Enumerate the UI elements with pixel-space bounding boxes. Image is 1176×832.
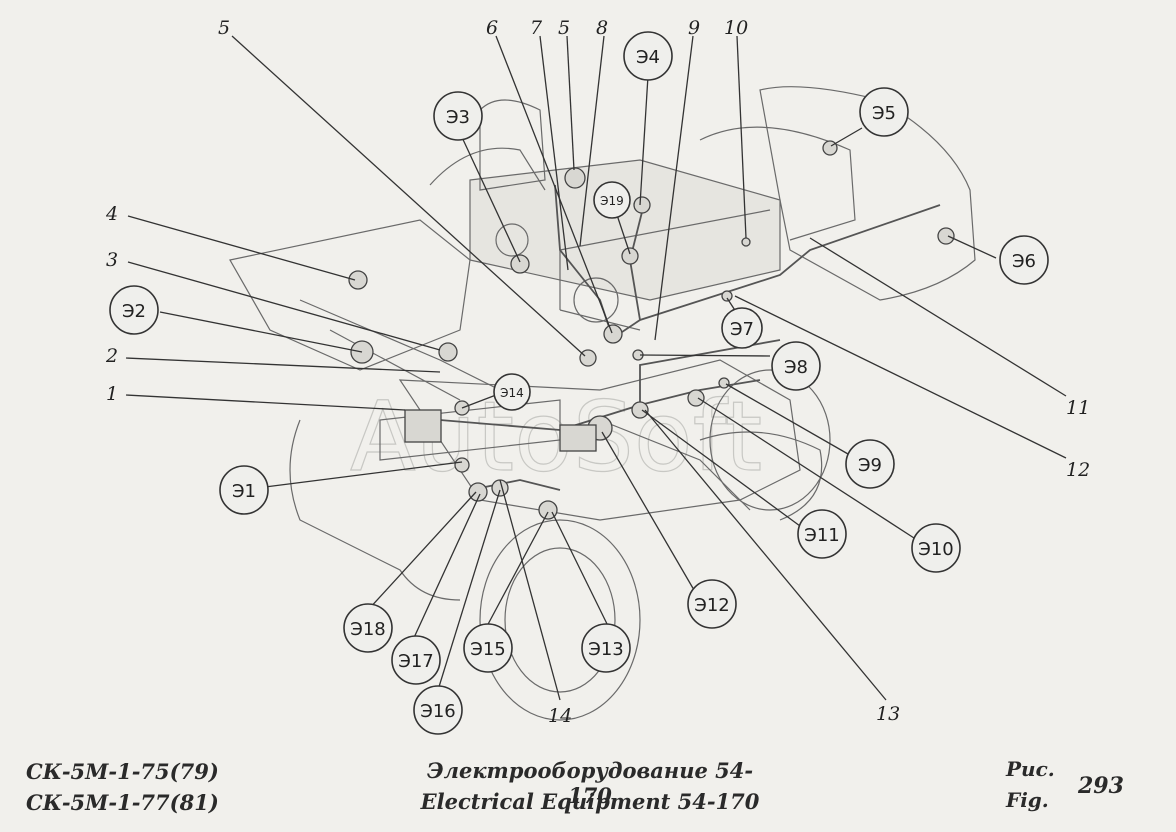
part-number-13: 13 — [876, 703, 900, 725]
devices — [348, 140, 955, 520]
callout-e9: Э9 — [845, 439, 895, 489]
part-number-6: 6 — [486, 17, 498, 39]
svg-text:Э14: Э14 — [500, 386, 524, 400]
part-number-3: 3 — [106, 249, 118, 271]
callouts: Э1 Э2 Э3 Э4 Э5 Э6 Э7 Э8 Э9 Э10 Э11 Э12 Э… — [109, 31, 1049, 735]
callout-e14: Э14 — [493, 373, 531, 411]
svg-text:Э17: Э17 — [398, 651, 433, 672]
model-code-1: СК-5М-1-75(79) — [26, 759, 219, 784]
callout-e13: Э13 — [581, 623, 631, 673]
figure-label-russian: Рис. — [1006, 757, 1055, 781]
part-number-7: 7 — [530, 17, 543, 39]
part-number-2: 2 — [105, 345, 118, 367]
svg-text:Э16: Э16 — [420, 701, 455, 722]
svg-text:Э12: Э12 — [694, 595, 729, 616]
svg-text:Э6: Э6 — [1012, 251, 1036, 272]
callout-e15: Э15 — [463, 623, 513, 673]
title-russian: Электрооборудование 54-170 — [426, 758, 754, 808]
model-code-2: СК-5М-1-77(81) — [26, 790, 219, 815]
part-number-5-right: 5 — [558, 17, 570, 39]
svg-text:Э3: Э3 — [446, 107, 470, 128]
callout-e4: Э4 — [623, 31, 673, 81]
svg-text:Э13: Э13 — [588, 639, 623, 660]
callout-e2: Э2 — [109, 285, 159, 335]
part-number-10: 10 — [724, 17, 748, 39]
svg-text:Э19: Э19 — [600, 194, 624, 208]
part-number-5-left: 5 — [218, 17, 230, 39]
callout-e7: Э7 — [721, 307, 763, 349]
part-numbers: 4 3 2 1 5 6 7 5 8 9 10 11 12 13 14 — [105, 17, 1090, 727]
figure-label-english: Fig. — [1006, 788, 1049, 812]
part-number-14: 14 — [548, 705, 572, 727]
svg-text:Э15: Э15 — [470, 639, 505, 660]
svg-text:Э8: Э8 — [784, 357, 808, 378]
part-number-9: 9 — [688, 17, 700, 39]
svg-text:Э9: Э9 — [858, 455, 882, 476]
part-number-4: 4 — [105, 203, 118, 225]
callout-e16: Э16 — [413, 685, 463, 735]
svg-text:Э1: Э1 — [232, 481, 256, 502]
callout-e19: Э19 — [593, 181, 631, 219]
part-number-12: 12 — [1066, 459, 1090, 481]
svg-text:Э5: Э5 — [872, 103, 896, 124]
svg-text:Э11: Э11 — [804, 525, 839, 546]
svg-text:Э18: Э18 — [350, 619, 385, 640]
leader-lines — [125, 35, 1067, 701]
figure-number: 293 — [1078, 773, 1124, 799]
svg-text:Э7: Э7 — [730, 319, 754, 340]
callout-e17: Э17 — [391, 635, 441, 685]
callout-e5: Э5 — [859, 87, 909, 137]
callout-e11: Э11 — [797, 509, 847, 559]
svg-text:Э4: Э4 — [636, 47, 660, 68]
part-number-8: 8 — [596, 17, 608, 39]
callout-e3: Э3 — [433, 91, 483, 141]
callout-e18: Э18 — [343, 603, 393, 653]
svg-text:Э2: Э2 — [122, 301, 146, 322]
svg-text:Э10: Э10 — [918, 539, 953, 560]
callout-e12: Э12 — [687, 579, 737, 629]
part-number-11: 11 — [1066, 397, 1090, 419]
callout-e8: Э8 — [771, 341, 821, 391]
part-number-1: 1 — [106, 383, 118, 405]
callout-e10: Э10 — [911, 523, 961, 573]
title-english: Electrical Equipment 54-170 — [420, 789, 760, 814]
callout-e6: Э6 — [999, 235, 1049, 285]
callout-e1: Э1 — [219, 465, 269, 515]
